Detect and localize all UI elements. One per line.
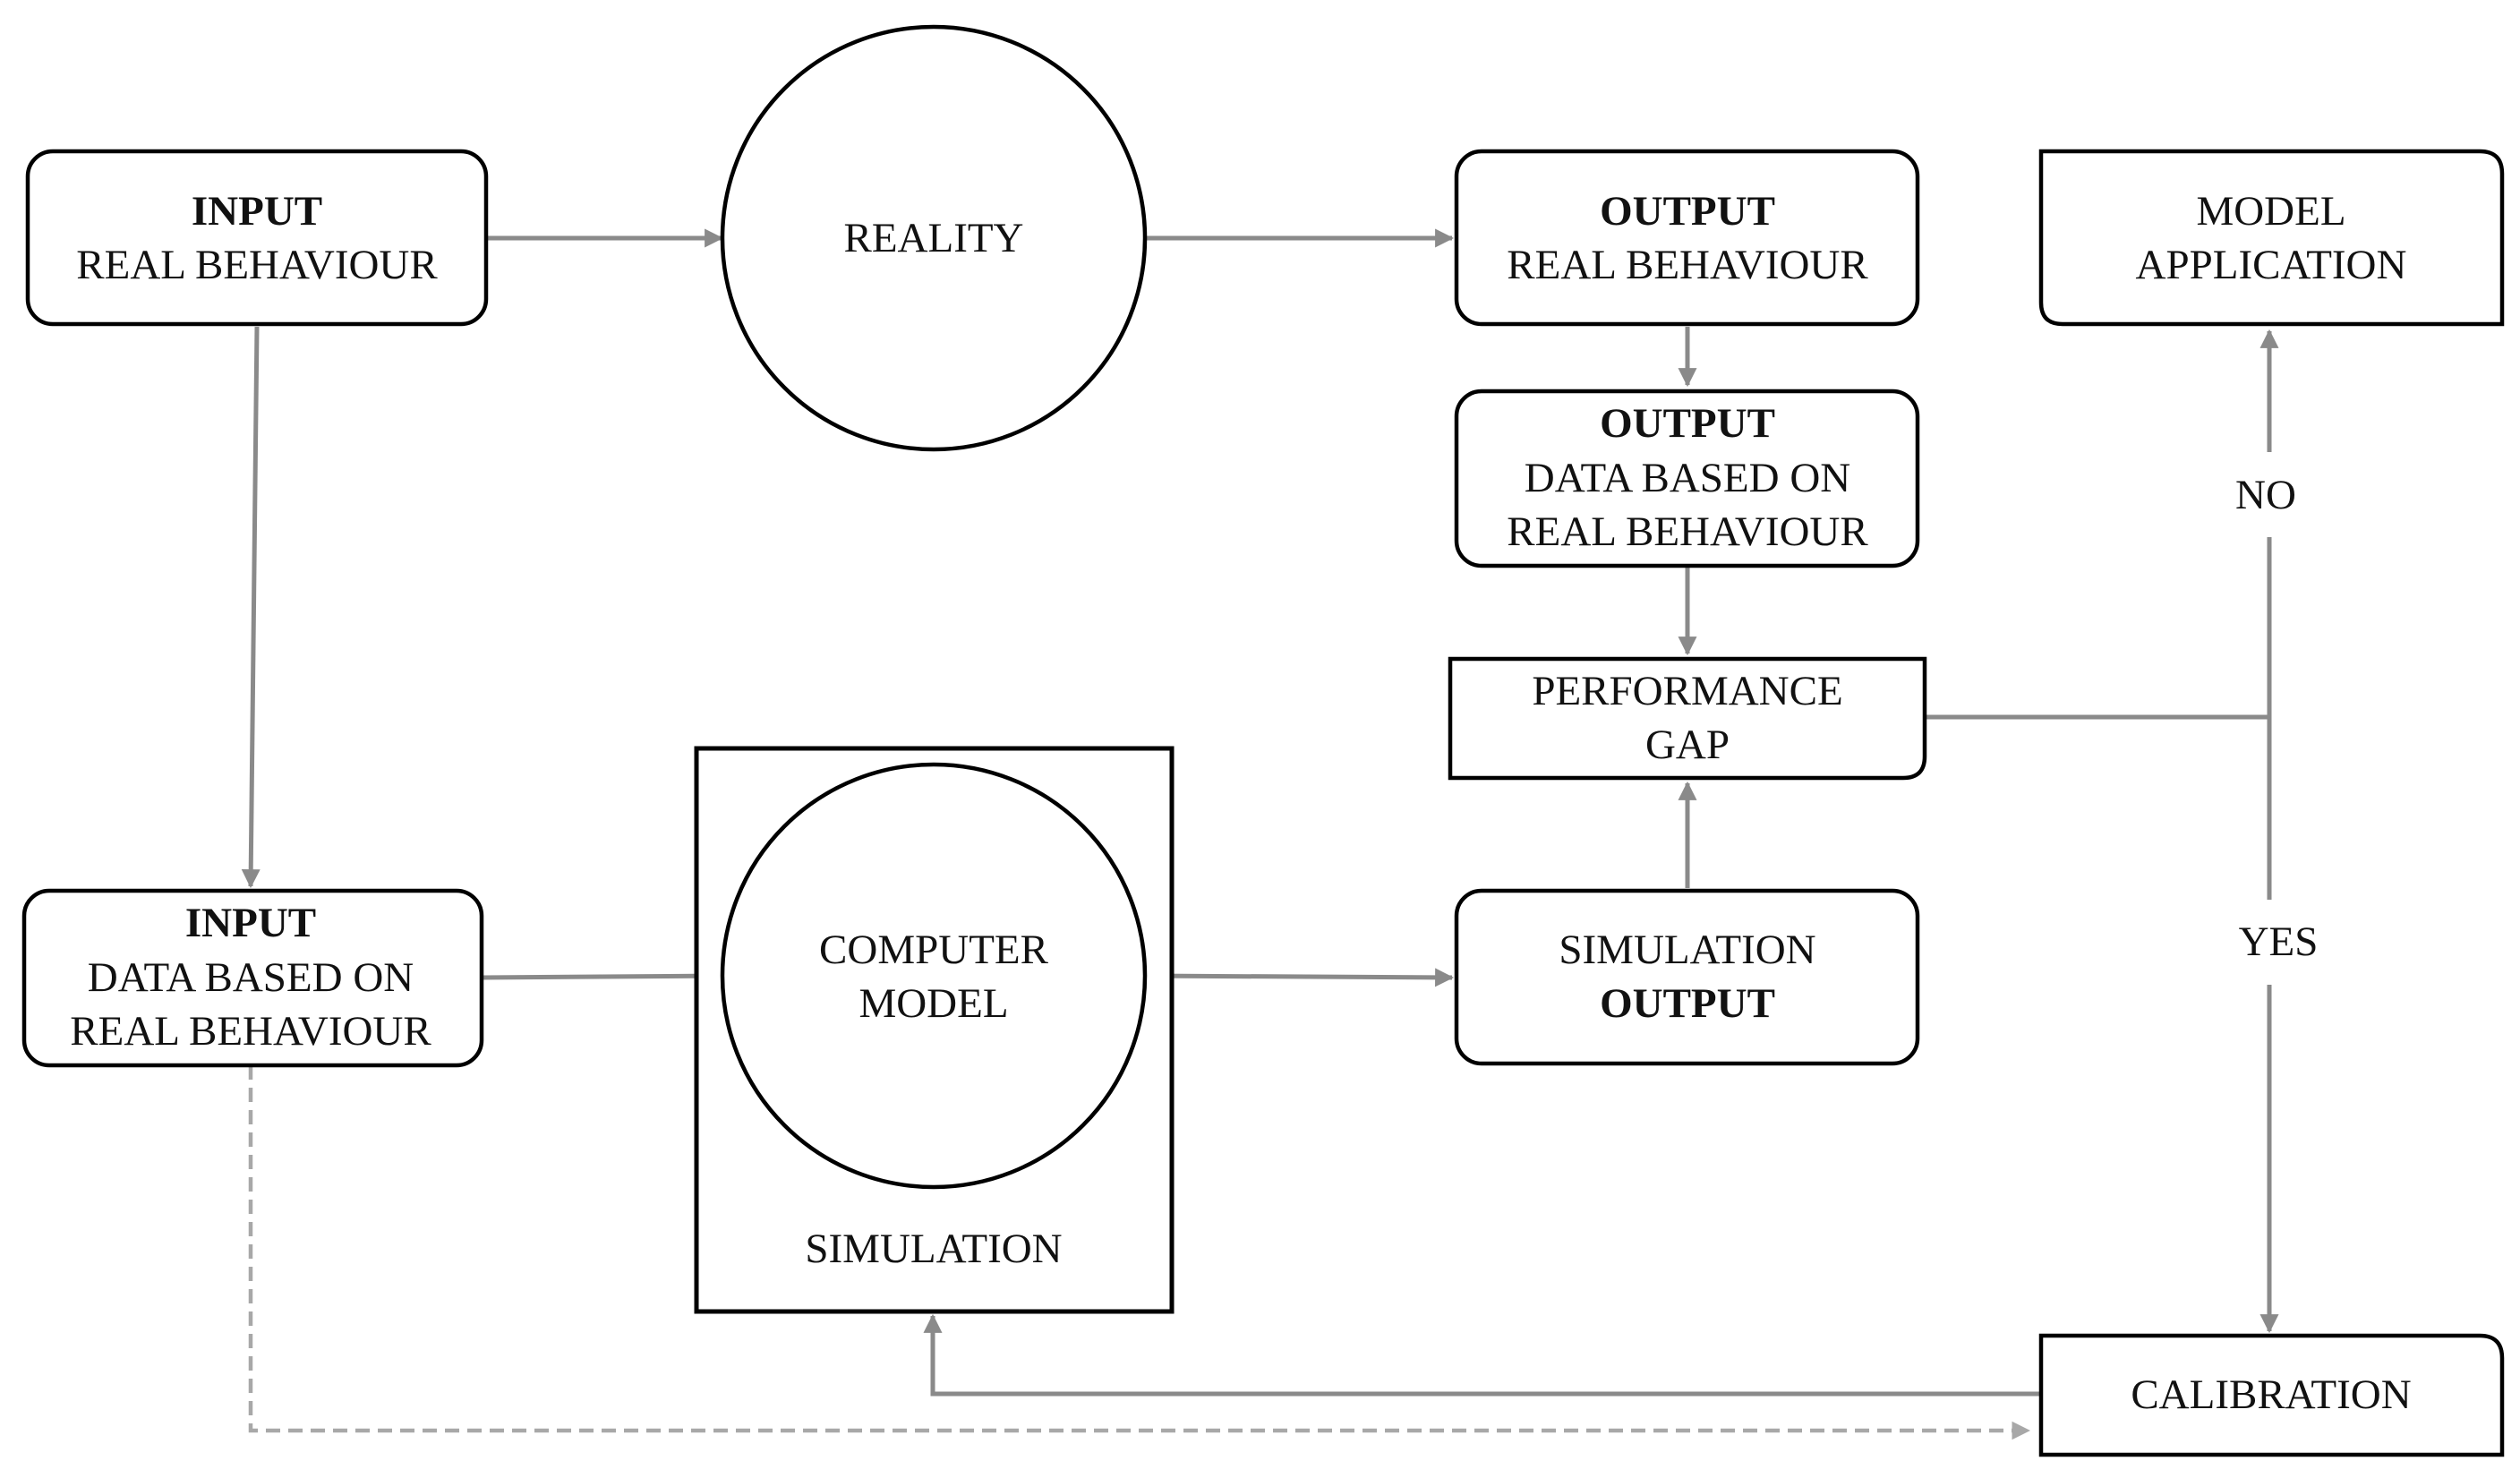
input-data-line3: REAL BEHAVIOUR: [70, 1008, 431, 1055]
node-performance-gap: PERFORMANCE GAP: [1448, 656, 1927, 781]
edge-input-real-to-input-data: [241, 326, 261, 889]
input-data-title: INPUT: [185, 900, 316, 946]
edge-calibration-to-simulation: [923, 1313, 2039, 1397]
input-real-title: INPUT: [192, 188, 322, 235]
simulation-output-line1: SIMULATION: [1559, 927, 1815, 973]
node-input-real-behaviour: INPUT REAL BEHAVIOUR: [25, 149, 489, 327]
edge-input-data-to-calibration-dashed: [248, 1065, 2031, 1440]
node-calibration: CALIBRATION: [2038, 1333, 2505, 1457]
yes-label: YES: [2239, 918, 2319, 965]
simulation-output-line2: OUTPUT: [1600, 980, 1775, 1027]
node-computer-model: COMPUTER MODEL: [720, 762, 1148, 1190]
computer-model-line1: COMPUTER: [819, 927, 1049, 973]
output-data-line2: DATA BASED ON: [1525, 455, 1850, 501]
input-data-line2: DATA BASED ON: [88, 954, 414, 1001]
performance-gap-line1: PERFORMANCE: [1532, 668, 1842, 714]
no-label: NO: [2235, 472, 2296, 518]
output-real-subtitle: REAL BEHAVIOUR: [1507, 242, 1868, 288]
output-data-title: OUTPUT: [1600, 400, 1775, 447]
output-real-title: OUTPUT: [1600, 188, 1775, 235]
node-input-data: INPUT DATA BASED ON REAL BEHAVIOUR: [21, 888, 484, 1068]
edge-model-to-sim-output: [1145, 968, 1455, 987]
model-application-line1: MODEL: [2196, 188, 2345, 235]
node-simulation-output: SIMULATION OUTPUT: [1454, 888, 1920, 1066]
node-output-data: OUTPUT DATA BASED ON REAL BEHAVIOUR: [1454, 389, 1920, 568]
node-output-real-behaviour: OUTPUT REAL BEHAVIOUR: [1454, 149, 1920, 327]
node-model-application: MODEL APPLICATION: [2038, 149, 2505, 327]
calibration-label: CALIBRATION: [2131, 1371, 2411, 1418]
model-application-line2: APPLICATION: [2136, 242, 2407, 288]
performance-gap-line2: GAP: [1645, 722, 1730, 768]
input-real-subtitle: REAL BEHAVIOUR: [76, 242, 438, 288]
computer-model-line2: MODEL: [859, 980, 1008, 1027]
edge-input-data-to-model: [481, 966, 724, 986]
reality-label: REALITY: [843, 215, 1023, 261]
simulation-label: SIMULATION: [805, 1226, 1062, 1272]
output-data-line3: REAL BEHAVIOUR: [1507, 508, 1868, 555]
node-reality: REALITY: [720, 24, 1148, 452]
